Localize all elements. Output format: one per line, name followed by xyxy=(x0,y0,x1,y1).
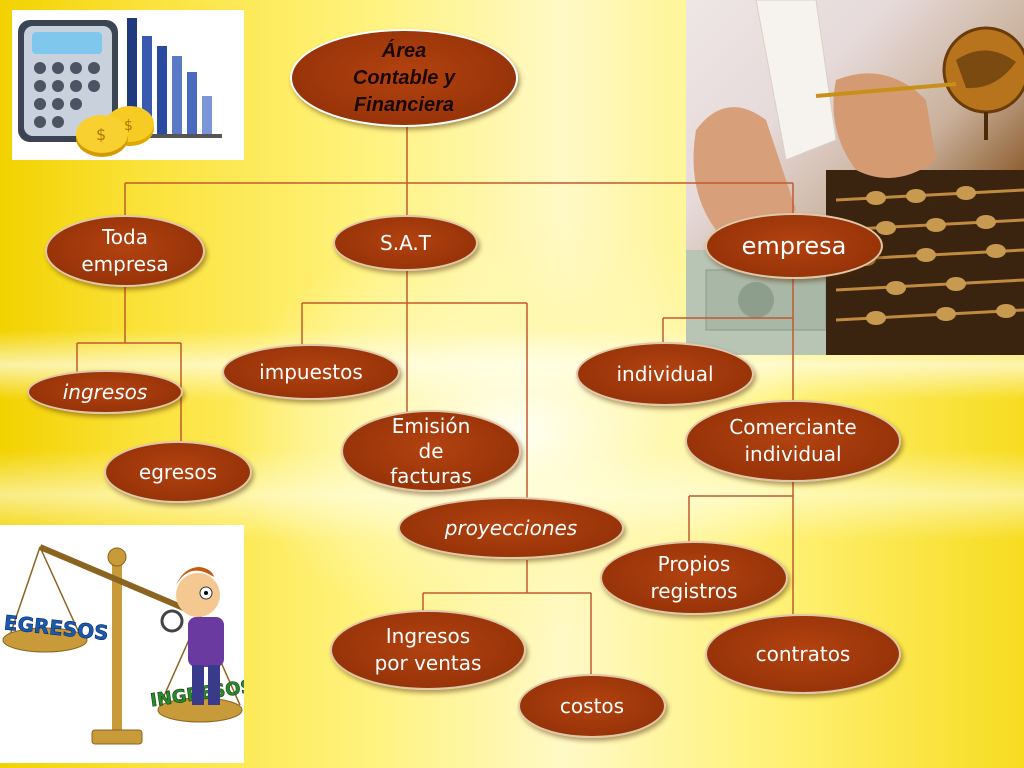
pencil-icon xyxy=(815,82,957,98)
node-label: Comerciante individual xyxy=(729,415,857,466)
coins-icon: $ $ xyxy=(76,106,154,157)
svg-text:$: $ xyxy=(124,118,133,134)
node-toda-empresa: Toda empresa xyxy=(45,215,205,287)
node-label: Toda empresa xyxy=(81,225,169,276)
calculator-icon xyxy=(18,20,118,142)
node-label: costos xyxy=(559,693,625,718)
globe-icon xyxy=(942,26,1024,140)
node-sat: S.A.T xyxy=(333,215,478,271)
calculator-coins-chart-illustration: $ $ xyxy=(12,10,244,160)
node-comerciante-individual: Comerciante individual xyxy=(685,400,901,482)
balance-scale-illustration: EGRESOS INGRESOS xyxy=(0,525,244,763)
node-costos: costos xyxy=(518,674,666,738)
svg-text:$: $ xyxy=(96,125,106,144)
node-label: empresa xyxy=(741,231,847,260)
bar-chart-icon xyxy=(122,18,222,138)
node-label: S.A.T xyxy=(380,230,431,255)
root-node-area-contable: Área Contable y Financiera xyxy=(290,29,518,127)
hands-icon xyxy=(693,73,936,233)
node-label: ingresos xyxy=(62,379,148,404)
node-label: egresos xyxy=(138,459,218,484)
hands-receipt-globe-abacus-photo xyxy=(686,0,1024,355)
node-label: Emisión de facturas xyxy=(390,413,472,488)
cartoon-man-icon xyxy=(160,567,224,705)
node-label: impuestos xyxy=(259,359,363,384)
node-impuestos: impuestos xyxy=(222,344,400,400)
node-empresa: empresa xyxy=(705,213,883,279)
node-contratos: contratos xyxy=(705,614,901,694)
node-label: Propios registros xyxy=(650,552,738,603)
node-ingresos-por-ventas: Ingresos por ventas xyxy=(330,610,526,690)
node-label: contratos xyxy=(755,641,851,666)
node-emision-facturas: Emisión de facturas xyxy=(341,410,521,492)
node-label: Ingresos por ventas xyxy=(374,624,482,675)
receipt-icon xyxy=(755,0,837,161)
node-label: proyecciones xyxy=(444,515,578,540)
node-individual: individual xyxy=(576,342,754,406)
node-propios-registros: Propios registros xyxy=(600,541,788,615)
node-proyecciones: proyecciones xyxy=(398,497,624,559)
node-label: individual xyxy=(616,361,714,386)
node-ingresos: ingresos xyxy=(27,370,183,414)
root-node-label: Área Contable y Financiera xyxy=(352,39,456,116)
node-egresos: egresos xyxy=(104,441,252,503)
